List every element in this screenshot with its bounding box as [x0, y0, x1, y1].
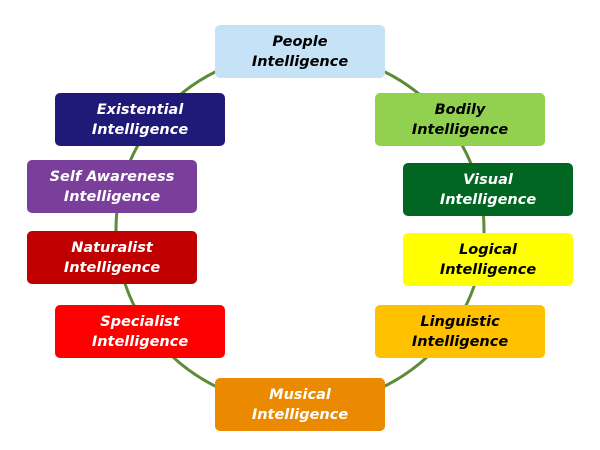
node-title: Visual — [463, 171, 513, 188]
node-self-awareness-intelligence: Self Awareness Intelligence — [27, 160, 197, 213]
node-visual-intelligence: Visual Intelligence — [403, 163, 573, 216]
node-title: Linguistic — [420, 313, 500, 330]
node-subtitle: Intelligence — [439, 191, 537, 208]
node-title: Self Awareness — [49, 168, 175, 185]
node-subtitle: Intelligence — [411, 333, 509, 350]
node-title: Existential — [96, 101, 184, 118]
node-linguistic-intelligence: Linguistic Intelligence — [375, 305, 545, 358]
node-subtitle: Intelligence — [251, 53, 349, 70]
node-existential-intelligence: Existential Intelligence — [55, 93, 225, 146]
node-musical-intelligence: Musical Intelligence — [215, 378, 385, 431]
node-title: Specialist — [100, 313, 180, 330]
node-subtitle: Intelligence — [91, 121, 189, 138]
node-title: Logical — [459, 241, 517, 258]
node-people-intelligence: People Intelligence — [215, 25, 385, 78]
node-subtitle: Intelligence — [251, 406, 349, 423]
node-subtitle: Intelligence — [91, 333, 189, 350]
node-title: Naturalist — [71, 239, 153, 256]
node-title: Musical — [269, 386, 331, 403]
node-subtitle: Intelligence — [439, 261, 537, 278]
node-naturalist-intelligence: Naturalist Intelligence — [27, 231, 197, 284]
node-subtitle: Intelligence — [63, 259, 161, 276]
node-subtitle: Intelligence — [63, 188, 161, 205]
node-title: Bodily — [434, 101, 486, 118]
node-title: People — [272, 33, 328, 50]
node-subtitle: Intelligence — [411, 121, 509, 138]
node-logical-intelligence: Logical Intelligence — [403, 233, 573, 286]
node-bodily-intelligence: Bodily Intelligence — [375, 93, 545, 146]
node-specialist-intelligence: Specialist Intelligence — [55, 305, 225, 358]
